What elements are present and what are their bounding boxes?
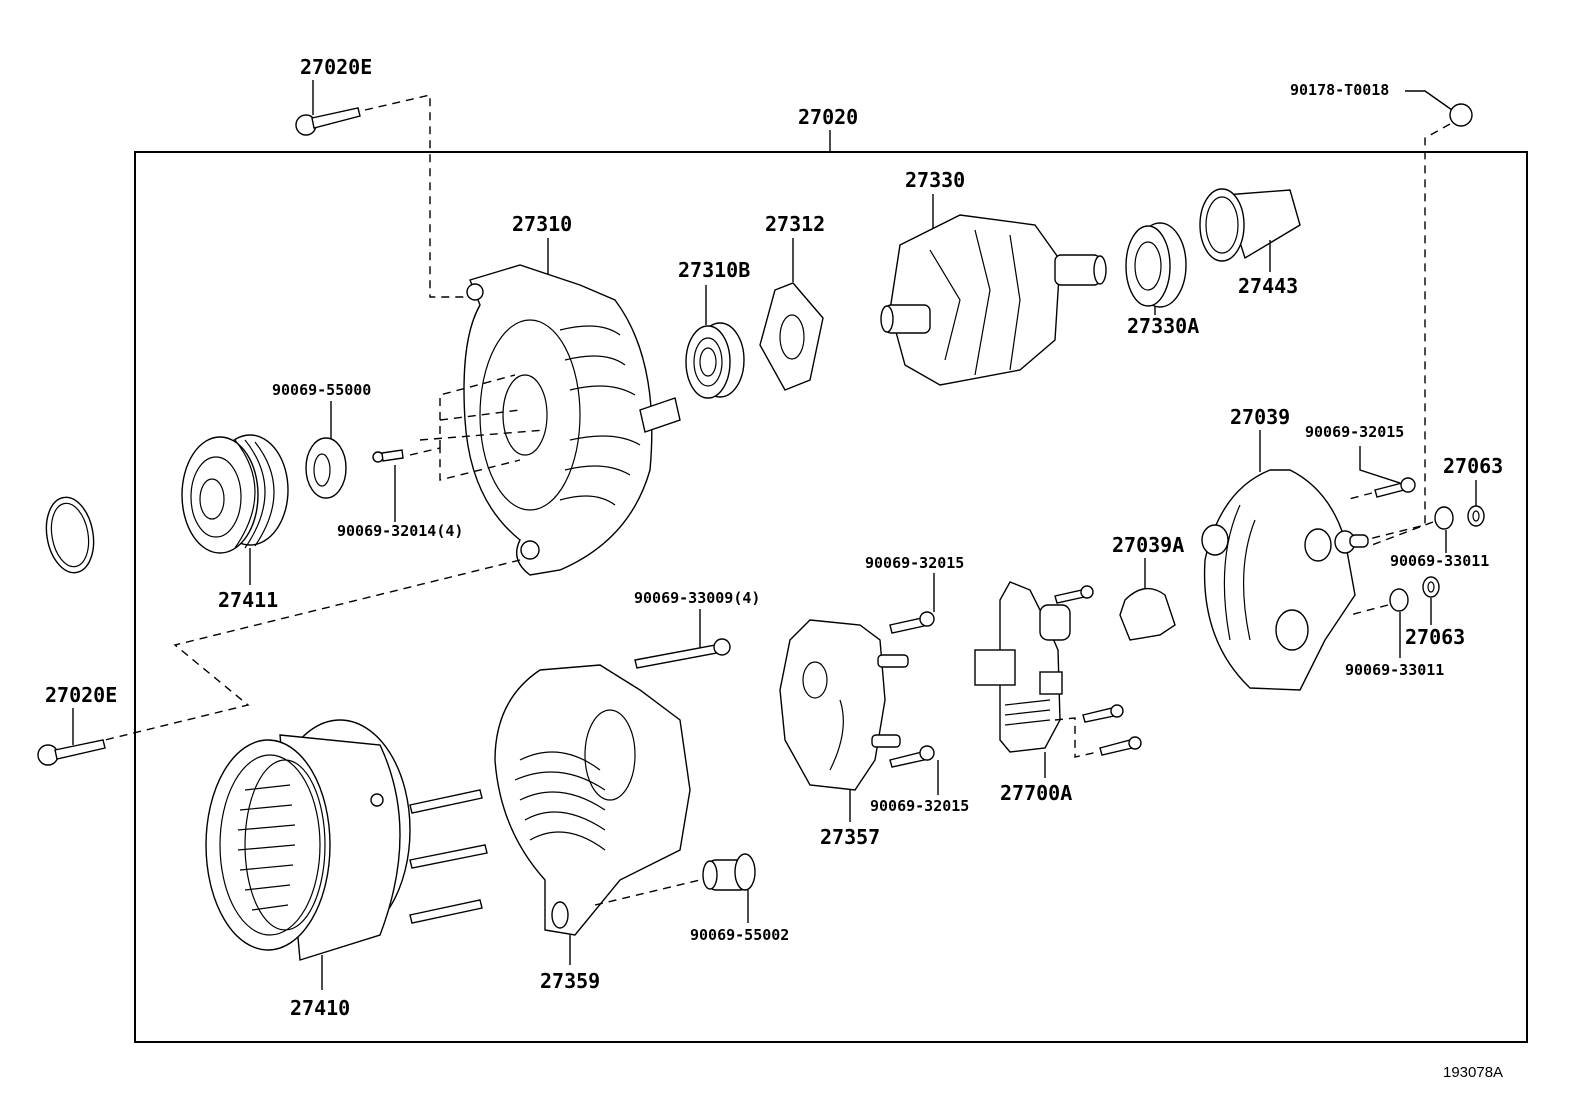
- part-90069-33011-b[interactable]: 90069-33011: [1345, 588, 1444, 679]
- part-27310[interactable]: 27310: [463, 212, 681, 576]
- o-ring: [45, 496, 95, 574]
- label-90069-33011-a: 90069-33011: [1390, 552, 1489, 570]
- part-27020E-top[interactable]: 27020E: [295, 55, 470, 298]
- part-90069-32015-a[interactable]: 90069-32015: [1305, 423, 1416, 501]
- part-27359[interactable]: 27359: [494, 664, 701, 993]
- figure-number: 193078A: [1443, 1064, 1503, 1081]
- part-27411[interactable]: 27411: [104, 434, 521, 741]
- part-27312[interactable]: 27312: [759, 212, 825, 391]
- label-27020E-top: 27020E: [300, 55, 372, 79]
- label-27063-b: 27063: [1405, 625, 1465, 649]
- part-90069-33009[interactable]: 90069-33009(4): [634, 589, 760, 669]
- part-27443[interactable]: 27443: [1199, 188, 1301, 298]
- part-27330[interactable]: 27330: [880, 168, 1107, 386]
- label-27063-a: 27063: [1443, 454, 1503, 478]
- part-27330A[interactable]: 27330A: [1125, 222, 1199, 338]
- label-27039A: 27039A: [1112, 533, 1184, 557]
- label-27357: 27357: [820, 825, 880, 849]
- label-27020E-bottom: 27020E: [45, 683, 117, 707]
- label-90069-32015-b: 90069-32015: [865, 554, 964, 572]
- part-27310B[interactable]: 27310B: [678, 258, 750, 399]
- label-90069-32015-a: 90069-32015: [1305, 423, 1404, 441]
- label-27443: 27443: [1238, 274, 1298, 298]
- part-90069-32015-c[interactable]: 90069-32015: [870, 745, 969, 815]
- part-90069-32015-b[interactable]: 90069-32015: [865, 554, 964, 634]
- assembly-frame: 27020: [134, 105, 1528, 1043]
- label-27312: 27312: [765, 212, 825, 236]
- part-27020E-bottom[interactable]: 27020E: [37, 683, 117, 766]
- part-27039[interactable]: 27039: [1201, 405, 1369, 691]
- label-27359: 27359: [540, 969, 600, 993]
- label-27310: 27310: [512, 212, 572, 236]
- label-27310B: 27310B: [678, 258, 750, 282]
- part-90069-55000[interactable]: 90069-55000: [272, 381, 371, 499]
- label-27330A: 27330A: [1127, 314, 1199, 338]
- label-90069-32014: 90069-32014(4): [337, 522, 463, 540]
- label-27330: 27330: [905, 168, 965, 192]
- assembly-label: 27020: [798, 105, 858, 129]
- part-90178-T0018[interactable]: 90178-T0018: [1290, 81, 1473, 541]
- part-27700A[interactable]: 27700A: [974, 581, 1142, 805]
- part-90069-33011-a[interactable]: 90069-33011: [1371, 506, 1489, 570]
- part-27357[interactable]: 27357: [779, 619, 909, 849]
- label-90069-55002: 90069-55002: [690, 926, 789, 944]
- label-27700A: 27700A: [1000, 781, 1072, 805]
- label-27411: 27411: [218, 588, 278, 612]
- part-90069-32014[interactable]: 90069-32014(4): [337, 374, 546, 540]
- label-90069-33009: 90069-33009(4): [634, 589, 760, 607]
- part-27063-b[interactable]: 27063: [1405, 576, 1465, 649]
- label-90178-T0018: 90178-T0018: [1290, 81, 1389, 99]
- label-90069-33011-b: 90069-33011: [1345, 661, 1444, 679]
- part-27410[interactable]: 27410: [205, 719, 488, 1020]
- part-27039A[interactable]: 27039A: [1112, 533, 1184, 641]
- bolt-head-icon: [37, 744, 59, 766]
- label-27410: 27410: [290, 996, 350, 1020]
- part-90069-55002[interactable]: 90069-55002: [690, 853, 789, 944]
- label-27039: 27039: [1230, 405, 1290, 429]
- label-90069-55000: 90069-55000: [272, 381, 371, 399]
- label-90069-32015-c: 90069-32015: [870, 797, 969, 815]
- nut-icon: [1449, 103, 1473, 127]
- part-27063-a[interactable]: 27063: [1443, 454, 1503, 527]
